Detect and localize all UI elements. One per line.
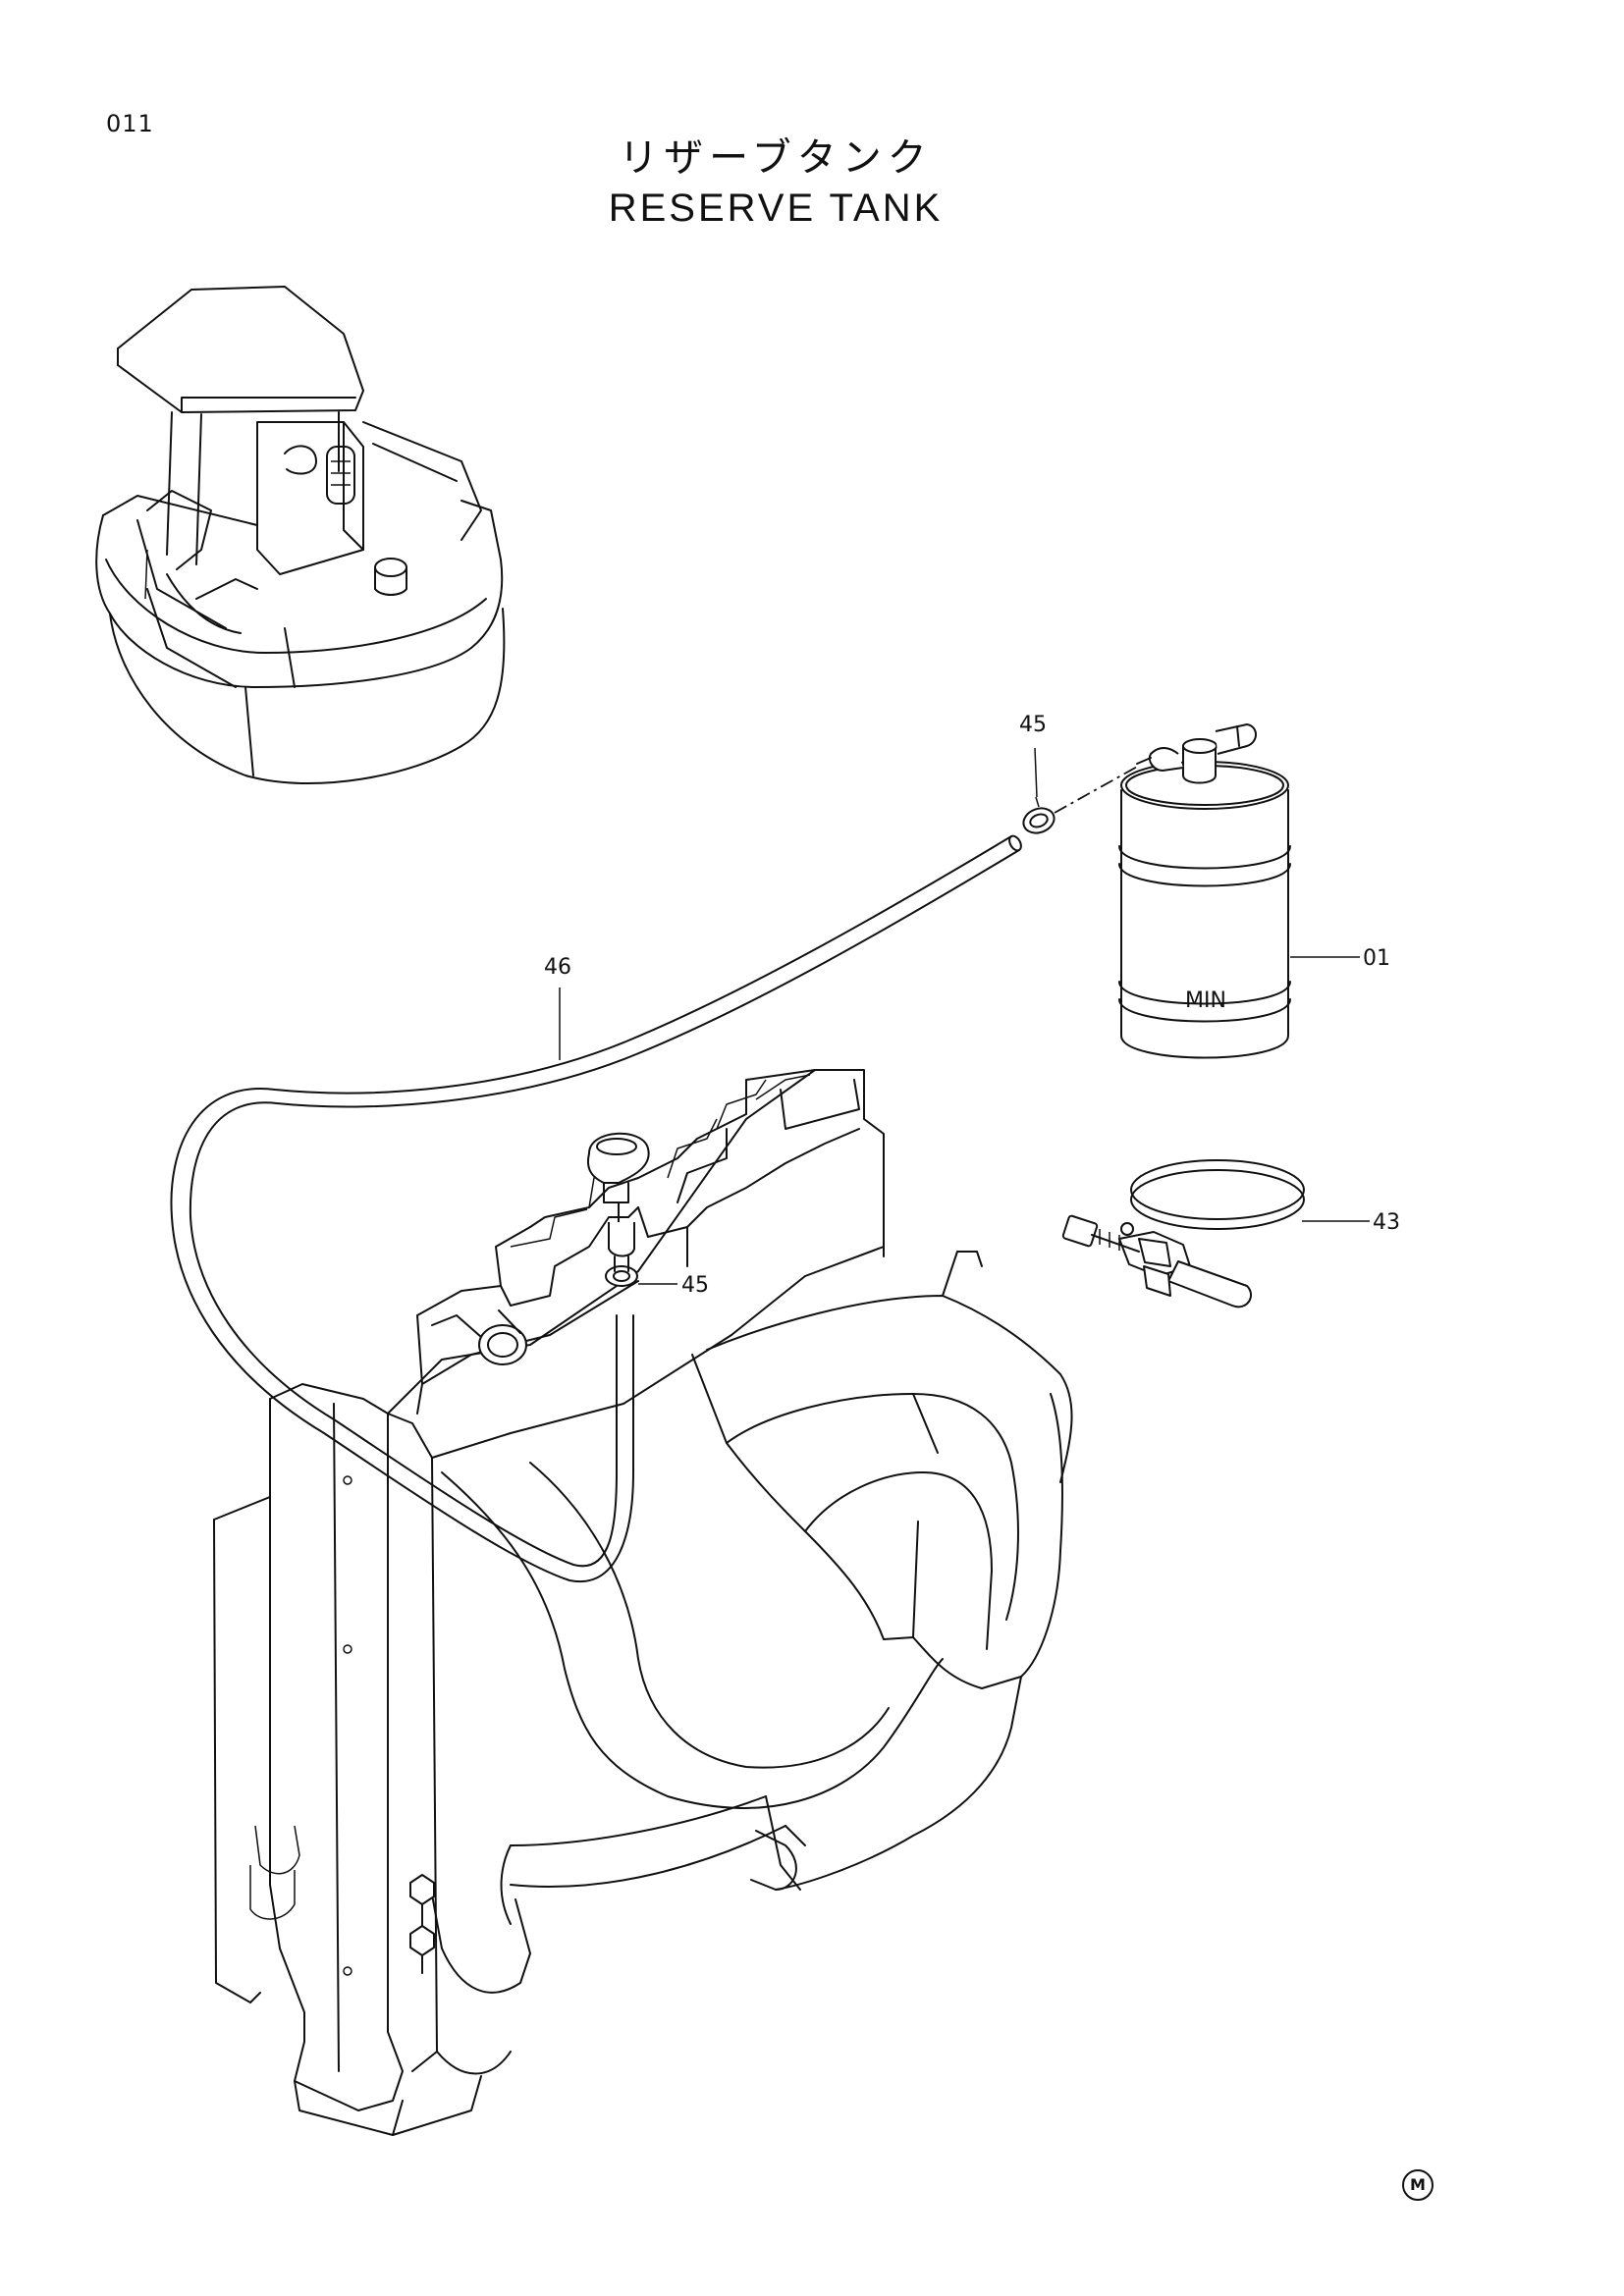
callout-leaders bbox=[559, 747, 1370, 1285]
tank-clamp bbox=[1061, 1159, 1305, 1308]
callout-45-lower: 45 bbox=[681, 1273, 709, 1298]
callout-43: 43 bbox=[1373, 1210, 1400, 1235]
hose-clamp-upper bbox=[1022, 765, 1140, 834]
overflow-hose bbox=[170, 834, 1022, 1583]
reserve-tank: MIN bbox=[1118, 723, 1291, 1059]
radiator-assembly bbox=[213, 1069, 1073, 2136]
callout-45-upper: 45 bbox=[1019, 713, 1047, 737]
tank-min-marking: MIN bbox=[1185, 988, 1226, 1013]
hose-clamp-lower bbox=[605, 1222, 638, 1287]
machine-overview-illustration bbox=[95, 286, 506, 784]
title-japanese: リザーブタンク bbox=[619, 135, 933, 181]
corner-mark: M bbox=[1402, 2169, 1434, 2201]
callout-01: 01 bbox=[1363, 946, 1390, 971]
title-english: RESERVE TANK bbox=[608, 187, 944, 230]
callout-46: 46 bbox=[544, 955, 571, 980]
page-number: 011 bbox=[106, 110, 154, 137]
